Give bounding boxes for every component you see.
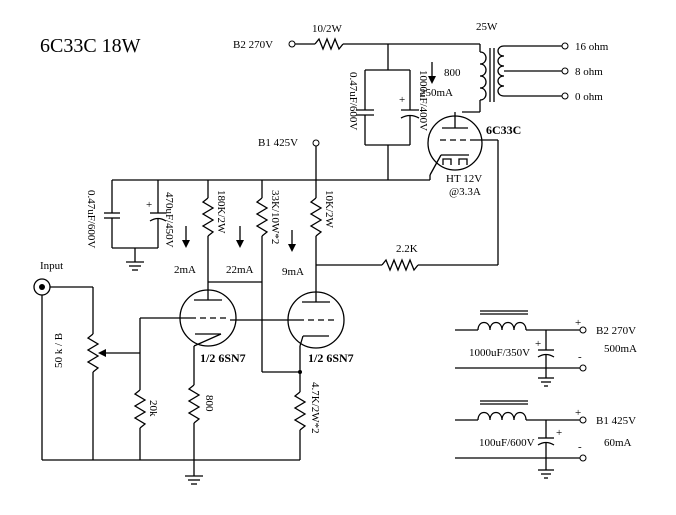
tap-8-label: 8 ohm [575,66,603,78]
output-current-label: 250mA [420,87,453,99]
volume-pot-label: 50 k / B [53,333,65,368]
feedback-resistor-label: 2.2K [396,243,418,255]
cathode-junction [298,370,302,374]
current-2-label: 22mA [226,264,254,276]
plate-resistor-1-label: 180K/2W [215,190,227,234]
driver-cap-a [104,212,120,248]
svg-text:+: + [146,199,152,211]
plate-resistor-3-label: 10K/2W [323,190,335,229]
driver-cap-b: + [146,199,167,248]
psu-1-current-label: 500mA [604,343,637,355]
feedback-resistor [381,258,419,272]
driver-tube-2-label: 1/2 6SN7 [308,351,354,365]
current-arrow-3 [288,230,296,252]
schematic-title: 6C33C 18W [40,35,141,57]
driver-tube-2 [230,291,345,392]
psu-1-output-label: B2 270V [596,325,636,337]
svg-text:+: + [399,94,405,106]
current-arrow-1 [182,226,190,248]
tap-16-terminal [561,42,569,50]
plate-resistor-1 [201,180,215,282]
current-1-label: 2mA [174,264,196,276]
current-arrow-output [428,62,436,84]
psu-filter-2 [455,400,587,479]
input-label: Input [40,260,63,272]
psu-2-plus: + [575,407,581,419]
output-tube-label: 6C33C [486,123,521,137]
plate-resistor-2 [255,180,300,373]
output-cap-a-label: 0.47uF/600V [347,72,359,130]
b1-rail-label: B1 425V [258,137,298,149]
driver-tube-1 [139,282,237,390]
psu-2-current-label: 60mA [604,437,632,449]
b2-terminal [288,40,296,48]
current-arrow-2 [236,226,244,248]
cathode-resistor-2 [293,391,307,460]
grid-resistor-label: 20k [147,400,159,417]
b2-wire [295,37,481,52]
b1-terminal [312,139,320,147]
transformer-rating: 25W [476,21,498,33]
output-cap-b: + [399,70,420,145]
current-3-label: 9mA [282,266,304,278]
psu-1-plus: + [575,317,581,329]
output-transformer [462,45,562,113]
psu-filter-1 [455,310,587,387]
driver-tube-1-label: 1/2 6SN7 [200,351,246,365]
plate-resistor-3 [309,180,323,300]
psu-2-output-label: B1 425V [596,415,636,427]
volume-pot [86,287,140,460]
b2-rail-label: B2 270V [233,39,273,51]
cathode-resistor-1 [187,384,201,460]
bias-resistor-label: 800 [444,67,461,79]
psu-2-cap-label: 100uF/600V [479,437,535,449]
psu-2-cap-plus: + [556,427,562,439]
ground-symbol-driver-caps [126,248,144,271]
tap-0-terminal [561,92,569,100]
tap-16-label: 16 ohm [575,41,609,53]
output-tube [427,112,499,265]
tap-0-label: 0 ohm [575,91,603,103]
driver-cap-a-label: 0.47uF/600V [85,190,97,248]
heater-label: HT 12V [446,173,482,185]
heater-current-label: @3.3A [449,186,481,198]
driver-cap-b-label: 470uF/450V [163,192,175,248]
ground-symbol-driver [185,460,203,485]
cathode-resistor-1-label: 800 [203,395,215,412]
cathode-resistor-2-label: 4.7K/2W*2 [309,382,321,434]
drop-resistor-label: 10/2W [312,23,343,35]
output-cap-a [356,70,374,145]
psu-1-cap-label: 1000uF/350V [469,347,530,359]
plate-resistor-2-label: 33K/10W*2 [269,190,281,244]
output-cap-b-label: 1000uF/400V [417,70,429,131]
psu-1-minus: - [578,351,582,363]
input-jack [33,278,51,296]
psu-1-cap-plus: + [535,338,541,350]
tap-8-terminal [561,67,569,75]
grid-resistor [133,389,147,460]
psu-2-minus: - [578,441,582,453]
